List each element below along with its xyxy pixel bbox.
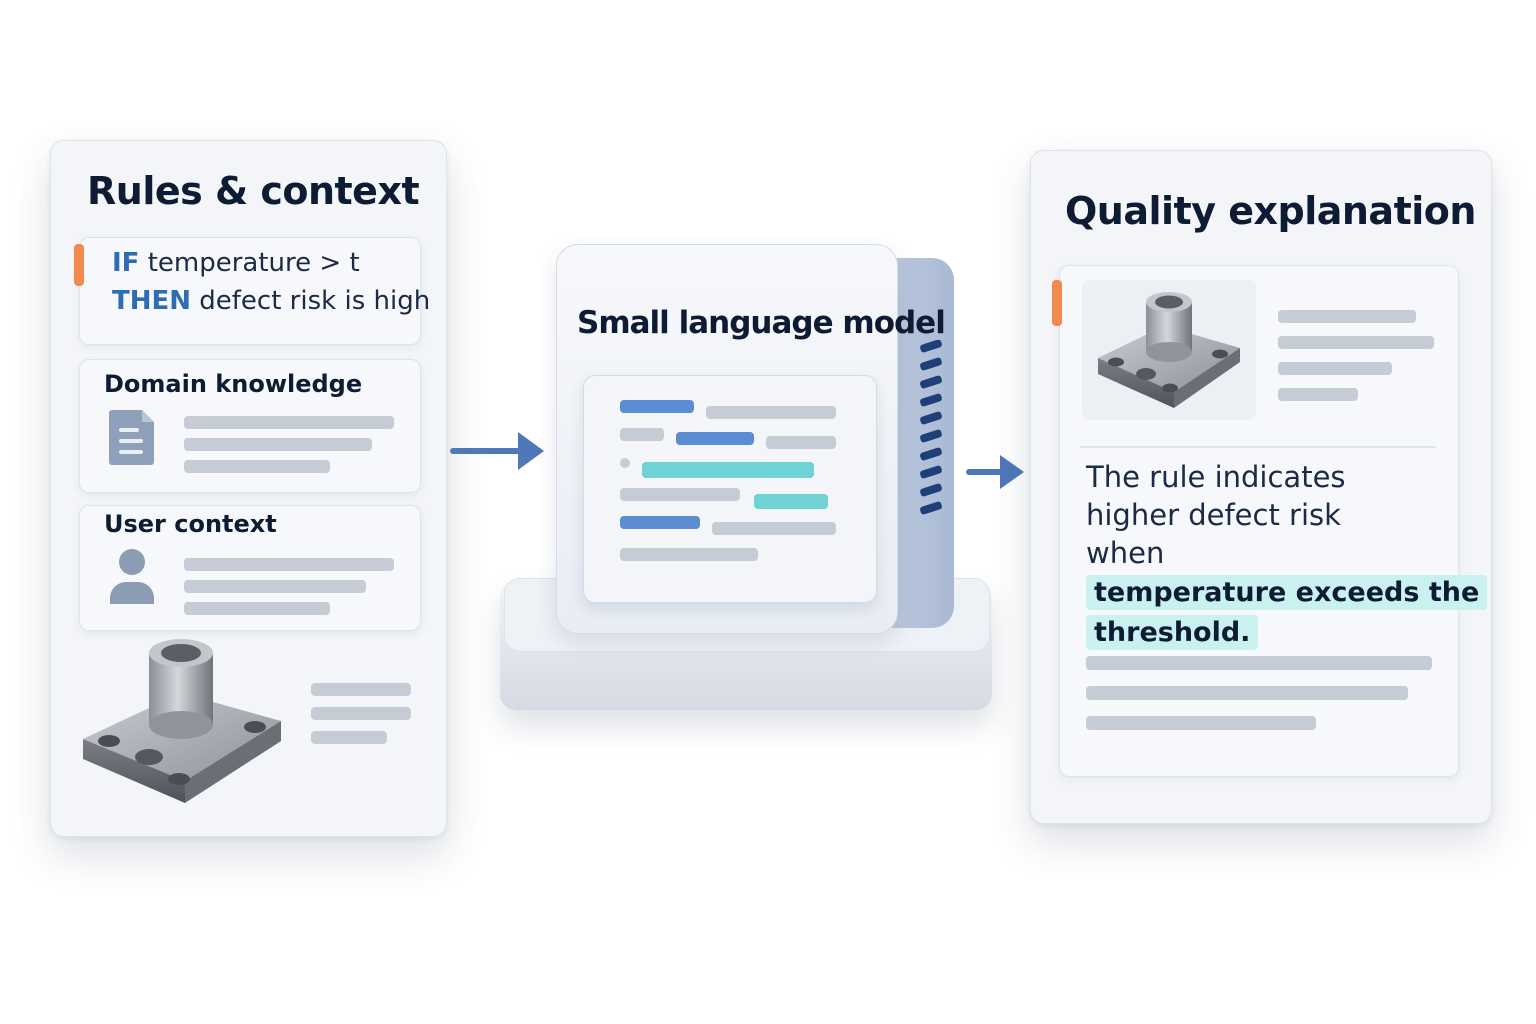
domain-line-3	[184, 460, 330, 473]
rule-then-line: THEN defect risk is high	[112, 286, 430, 316]
part-line-1	[311, 683, 411, 696]
domain-knowledge-box: Domain knowledge	[79, 359, 421, 493]
token-bar	[766, 436, 836, 449]
quality-explanation-panel: Quality explanation The rule	[1030, 150, 1492, 824]
token-bar	[620, 548, 758, 561]
token-bar	[706, 406, 836, 419]
user-line-2	[184, 580, 366, 593]
explanation-text: The rule indicates higher defect risk wh…	[1086, 458, 1488, 652]
model-title: Small language model	[577, 305, 946, 341]
token-dot	[620, 458, 630, 468]
detail-line-2	[1086, 686, 1408, 700]
explanation-highlight-line-2: threshold.	[1086, 612, 1446, 652]
user-icon	[110, 549, 154, 604]
user-line-3	[184, 602, 330, 615]
metal-part-image	[1098, 292, 1240, 408]
token-bar	[620, 488, 740, 501]
vent-grille-icon	[920, 340, 942, 515]
metal-part-image	[83, 639, 281, 803]
rule-box: IF temperature > t THEN defect risk is h…	[74, 237, 430, 345]
divider	[1080, 446, 1436, 448]
then-keyword: THEN	[112, 286, 192, 316]
detail-line-1	[1086, 656, 1432, 670]
if-condition: temperature > t	[147, 248, 360, 278]
part-line-2	[311, 707, 411, 720]
part-line-3	[311, 731, 387, 744]
arrow-right-icon	[966, 455, 1024, 489]
user-context-box: User context	[79, 505, 421, 631]
rules-context-title: Rules & context	[87, 169, 420, 213]
summary-line-3	[1278, 362, 1392, 375]
rule-marker	[74, 244, 84, 286]
domain-line-1	[184, 416, 394, 429]
token-bar	[620, 516, 700, 529]
rules-context-panel: Rules & context IF temperature > t THEN …	[50, 140, 447, 837]
summary-line-2	[1278, 336, 1434, 349]
explanation-highlight-line-1: temperature exceeds the	[1086, 572, 1488, 612]
quality-explanation-title: Quality explanation	[1065, 189, 1476, 233]
token-bar	[676, 432, 754, 445]
highlight-temperature: temperature exceeds the	[1086, 575, 1488, 610]
part-thumbnail	[1082, 280, 1256, 420]
user-line-1	[184, 558, 394, 571]
if-keyword: IF	[112, 248, 140, 278]
explanation-marker	[1052, 280, 1062, 326]
highlight-threshold: threshold.	[1086, 615, 1259, 650]
domain-line-2	[184, 438, 372, 451]
detail-line-3	[1086, 716, 1316, 730]
summary-line-1	[1278, 310, 1416, 323]
user-context-title: User context	[104, 510, 277, 538]
explanation-box: The rule indicates higher defect risk wh…	[1052, 265, 1488, 777]
document-icon	[109, 410, 154, 465]
token-bar	[620, 428, 664, 441]
model-cube: Small language model	[556, 244, 946, 634]
token-bar	[754, 494, 828, 509]
explanation-plain: The rule indicates higher defect risk wh…	[1086, 460, 1346, 570]
token-bar	[620, 400, 694, 413]
token-bar	[642, 462, 814, 478]
arrow-right-icon	[450, 432, 544, 470]
then-result: defect risk is high	[199, 286, 431, 316]
domain-knowledge-title: Domain knowledge	[104, 370, 363, 398]
token-bar	[712, 522, 836, 535]
rule-if-line: IF temperature > t	[112, 248, 360, 278]
summary-line-4	[1278, 388, 1358, 401]
model-screen	[583, 375, 877, 603]
